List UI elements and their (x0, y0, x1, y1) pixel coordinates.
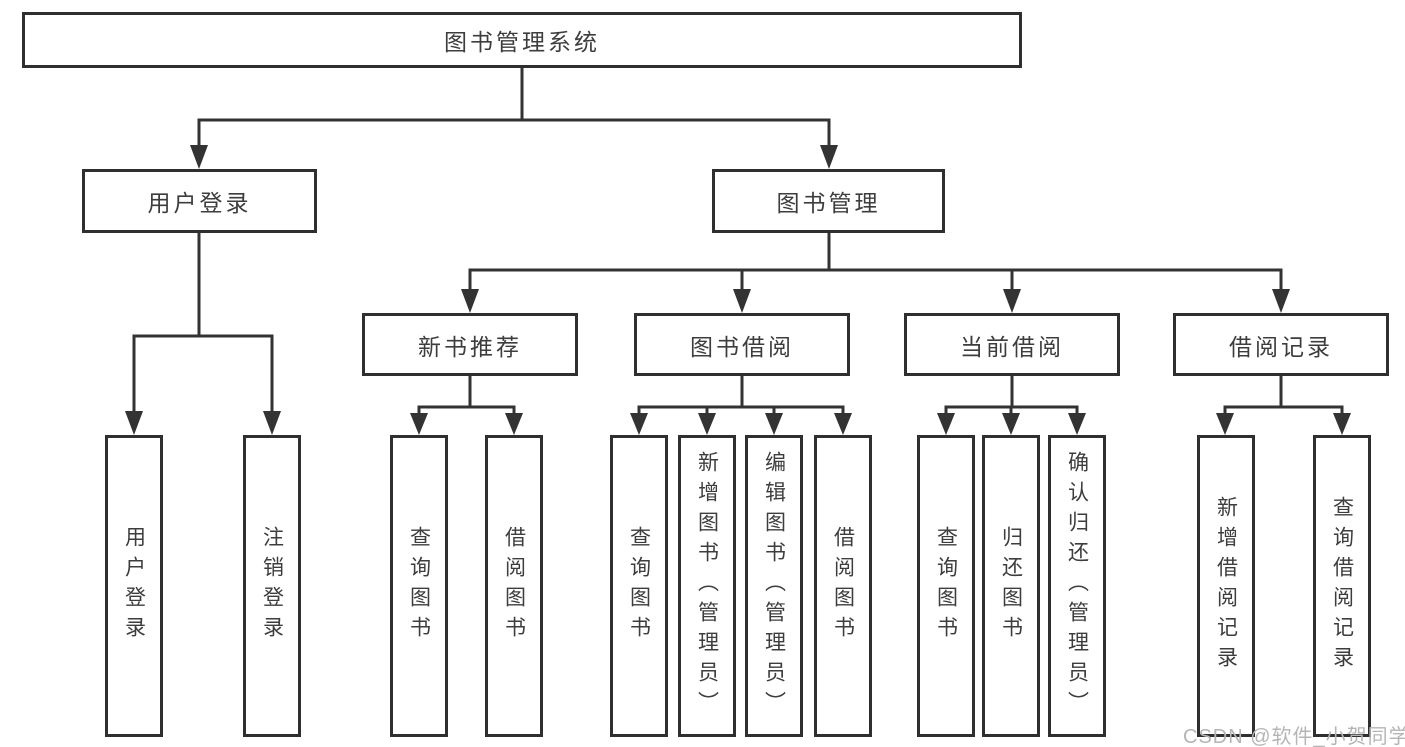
node-new-book-recommendation: 新书推荐 (362, 313, 578, 376)
leaf-label: 查询借阅记录 (1330, 496, 1354, 676)
leaf-label: 查询图书 (627, 526, 651, 646)
leaf-label: 归还图书 (999, 526, 1023, 646)
node-user-login: 用户登录 (82, 169, 317, 233)
node-label: 图书管理 (776, 190, 881, 216)
node-current-borrowing: 当前借阅 (904, 313, 1120, 376)
leaf-label: 编辑图书（管理员） (762, 451, 786, 721)
node-label: 当前借阅 (960, 333, 1064, 360)
node-book-borrowing: 图书借阅 (634, 313, 850, 376)
node-label: 图书借阅 (690, 333, 794, 360)
leaf-user-login: 用户登录 (105, 435, 163, 737)
leaf-borrow-books-recommend: 借阅图书 (485, 435, 543, 737)
edges-book-management-to-level2 (461, 233, 1290, 313)
leaf-add-borrow-record: 新增借阅记录 (1197, 435, 1255, 737)
edges-root-to-level1 (190, 68, 838, 169)
arrowhead-down-icon (263, 411, 281, 435)
node-label: 用户登录 (147, 190, 252, 216)
node-label: 新书推荐 (418, 333, 522, 360)
arrowhead-down-icon (698, 413, 716, 435)
leaf-label: 新增图书（管理员） (695, 451, 719, 721)
leaf-confirm-return-admin: 确认归还（管理员） (1048, 435, 1106, 737)
edges-new-book-recommendation-to-leaves (410, 376, 523, 435)
arrowhead-down-icon (1003, 289, 1021, 313)
arrowhead-down-icon (190, 145, 208, 169)
leaf-query-books-current: 查询图书 (917, 435, 975, 737)
leaf-query-books-borrowing: 查询图书 (610, 435, 668, 737)
arrowhead-down-icon (1272, 289, 1290, 313)
node-borrowing-records: 借阅记录 (1173, 313, 1389, 376)
arrowhead-down-icon (937, 413, 955, 435)
leaf-add-book-admin: 新增图书（管理员） (678, 435, 736, 737)
edges-user-login-to-leaves (125, 233, 281, 435)
edges-borrowing-records-to-leaves (1216, 376, 1351, 435)
arrowhead-down-icon (834, 413, 852, 435)
node-library-management-system: 图书管理系统 (22, 12, 1022, 68)
leaf-label: 查询图书 (934, 526, 958, 646)
leaf-query-borrow-record: 查询借阅记录 (1313, 435, 1371, 737)
arrowhead-down-icon (410, 413, 428, 435)
leaf-return-books: 归还图书 (982, 435, 1040, 737)
leaf-logout: 注销登录 (243, 435, 301, 737)
node-label: 借阅记录 (1229, 333, 1333, 360)
leaf-label: 用户登录 (122, 526, 146, 646)
arrowhead-down-icon (1333, 413, 1351, 435)
leaf-edit-book-admin: 编辑图书（管理员） (745, 435, 803, 737)
leaf-label: 确认归还（管理员） (1065, 451, 1089, 721)
node-book-management: 图书管理 (712, 169, 945, 233)
watermark: CSDN @软件_小贺同学 (1183, 726, 1405, 747)
arrowhead-down-icon (820, 145, 838, 169)
leaf-borrow-books-borrowing: 借阅图书 (814, 435, 872, 737)
arrowhead-down-icon (1216, 413, 1234, 435)
leaf-label: 借阅图书 (502, 526, 526, 646)
node-label: 图书管理系统 (444, 29, 600, 55)
leaf-label: 查询图书 (407, 526, 431, 646)
leaf-label: 借阅图书 (831, 526, 855, 646)
arrowhead-down-icon (125, 411, 143, 435)
arrowhead-down-icon (733, 289, 751, 313)
arrowhead-down-icon (505, 413, 523, 435)
arrowhead-down-icon (461, 289, 479, 313)
edges-book-borrowing-to-leaves (630, 376, 852, 435)
arrowhead-down-icon (1002, 413, 1020, 435)
edges-current-borrowing-to-leaves (937, 376, 1086, 435)
arrowhead-down-icon (765, 413, 783, 435)
leaf-query-books-recommend: 查询图书 (390, 435, 448, 737)
arrowhead-down-icon (630, 413, 648, 435)
arrowhead-down-icon (1068, 413, 1086, 435)
leaf-label: 注销登录 (260, 526, 284, 646)
leaf-label: 新增借阅记录 (1214, 496, 1238, 676)
